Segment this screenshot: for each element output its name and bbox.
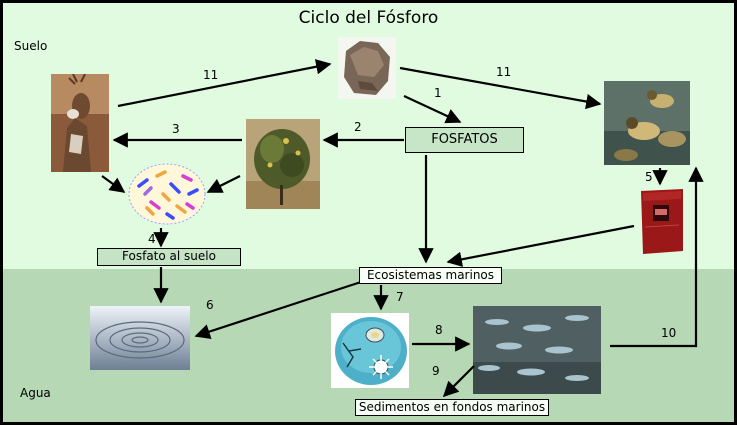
- water-zone-label: Agua: [20, 386, 51, 400]
- step-8-label: 8: [435, 323, 443, 337]
- deer-image: [51, 74, 109, 172]
- step-3-label: 3: [172, 122, 180, 136]
- arrow-9-fish-to-sediments: [442, 365, 475, 398]
- arrow-deer-to-bacteria: [101, 175, 126, 193]
- step-11-left-label: 11: [203, 68, 219, 82]
- arrow-10-fish-to-ducks: [610, 166, 704, 348]
- arrow-shrub-to-bacteria: [206, 175, 241, 193]
- arrow-bag-to-marine: [446, 224, 635, 267]
- step-6-label: 6: [206, 298, 214, 312]
- ecosistemas-marinos-box: Ecosistemas marinos: [359, 267, 502, 284]
- guano-bag-image: [641, 189, 683, 254]
- step-7-label: 7: [396, 290, 404, 304]
- sedimentos-box: Sedimentos en fondos marinos: [355, 399, 549, 416]
- fosfatos-box: FOSFATOS: [405, 127, 524, 153]
- step-10-label: 10: [661, 326, 677, 340]
- arrow-11-deer-to-rock: [117, 59, 332, 108]
- ducks-image: [604, 81, 690, 165]
- step-11-right-label: 11: [496, 65, 512, 79]
- rock-image: [338, 37, 396, 99]
- fosfato-al-suelo-box: Fosfato al suelo: [97, 248, 241, 266]
- arrow-11-rock-to-ducks: [399, 66, 602, 110]
- step-2-label: 2: [354, 120, 362, 134]
- plankton-image: [331, 313, 409, 388]
- bacteria-image: [128, 163, 206, 225]
- water-ripple-image: [90, 306, 190, 370]
- soil-zone-label: Suelo: [14, 39, 48, 53]
- diagram-title: Ciclo del Fósforo: [298, 8, 439, 28]
- step-5-label: 5: [645, 170, 653, 184]
- step-1-label: 1: [434, 86, 442, 100]
- arrow-6-marine-to-water: [194, 279, 365, 340]
- fish-school-image: [473, 306, 601, 394]
- shrub-image: [246, 119, 320, 209]
- step-9-label: 9: [432, 364, 440, 378]
- arrow-1-rock-to-fosfatos: [403, 95, 462, 124]
- step-4-label: 4: [148, 232, 156, 246]
